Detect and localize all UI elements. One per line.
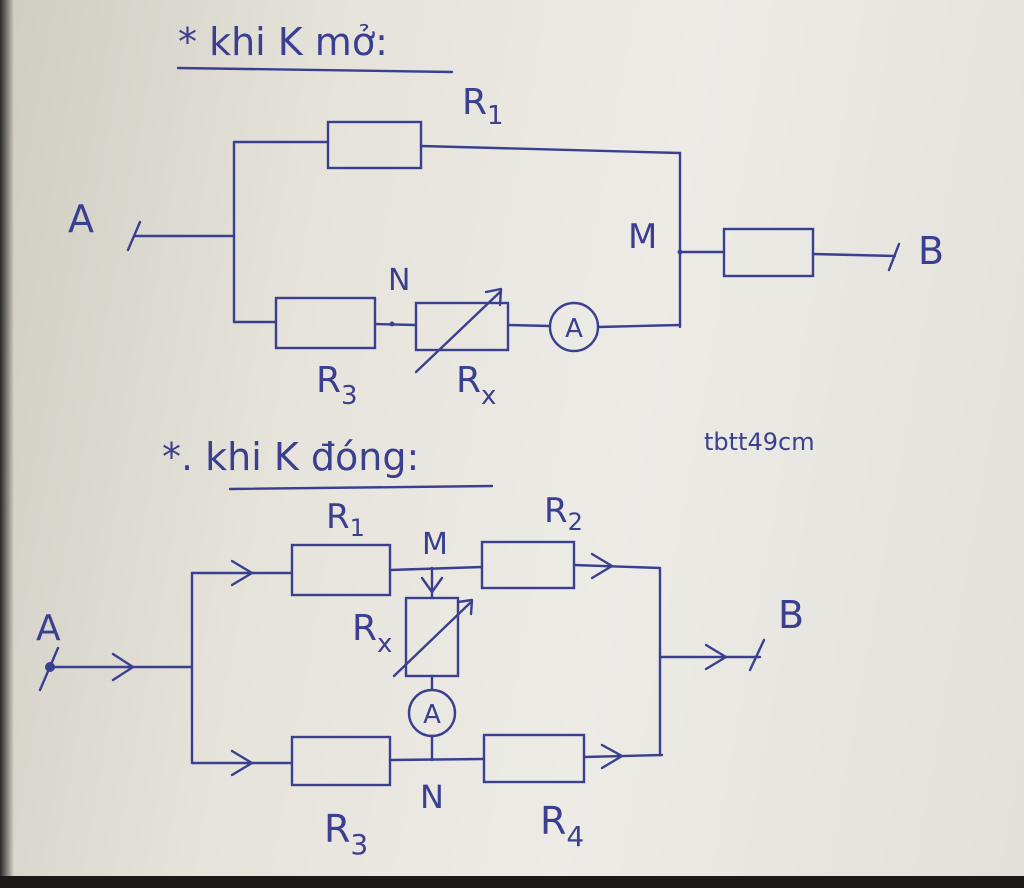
closed-heading-underline: [228, 484, 494, 491]
open-wire-r3-rx: [373, 322, 418, 327]
closed-arrow-r4-out: [600, 743, 624, 770]
open-resistor-r3: [274, 296, 377, 350]
closed-wire-r3-r4: [388, 757, 486, 762]
closed-wire-r1-r2: [388, 565, 484, 572]
open-label-r1: R1: [462, 82, 504, 131]
open-label-r3: R3: [316, 360, 358, 411]
closed-label-r1: R1: [326, 497, 365, 542]
open-label-a: A: [68, 197, 94, 241]
watermark-text: tbtt49cm: [704, 428, 815, 456]
open-label-n: N: [388, 263, 410, 298]
closed-label-m: M: [422, 527, 448, 562]
open-node-m-dot: [677, 249, 683, 255]
closed-ammeter: [407, 688, 457, 738]
open-label-b: B: [918, 229, 944, 273]
open-resistor-r2: [722, 227, 815, 278]
open-rheostat-arrow: [414, 290, 502, 374]
open-heading: * khi K mở:: [178, 20, 388, 64]
open-wire-ammeter-out: [596, 323, 682, 329]
closed-label-rx: Rx: [352, 608, 392, 659]
open-terminal-b: [887, 242, 901, 272]
closed-label-r3: R3: [324, 807, 368, 861]
closed-ammeter-label: A: [423, 700, 441, 730]
open-wire-rx-ammeter: [506, 323, 552, 328]
left-shadow: [0, 0, 14, 888]
open-ammeter-label: A: [565, 314, 583, 344]
closed-resistor-r3: [290, 735, 392, 787]
closed-label-r2: R2: [544, 491, 583, 536]
closed-arrow-r1-in: [230, 559, 254, 587]
open-label-m: M: [628, 217, 657, 257]
closed-wire-r2-out: [572, 563, 662, 570]
closed-arrow-r2-out: [590, 552, 614, 580]
closed-heading: *. khi K đóng:: [162, 435, 419, 479]
closed-resistor-r4: [482, 733, 586, 784]
closed-label-r4: R4: [540, 799, 584, 853]
closed-resistor-rx: [404, 596, 460, 678]
open-wire-r1-out: [419, 144, 682, 155]
closed-label-b: B: [778, 593, 804, 637]
closed-rheostat-arrowhead: [456, 598, 474, 616]
open-resistor-rx: [414, 301, 510, 352]
closed-terminal-a: [38, 646, 60, 692]
bottom-shadow: [0, 876, 1024, 888]
open-wire-b: [811, 252, 897, 258]
open-heading-underline: [176, 66, 454, 74]
closed-label-n: N: [420, 778, 444, 816]
closed-rheostat-arrow: [392, 601, 472, 678]
closed-resistor-r1: [290, 543, 392, 597]
closed-arrow-r3-in: [230, 749, 254, 777]
closed-arrow-m-rx: [420, 576, 444, 594]
open-ammeter: [548, 301, 600, 353]
open-node-n-dot: [389, 321, 395, 327]
closed-terminal-b: [748, 638, 766, 672]
closed-resistor-r2: [480, 540, 576, 590]
closed-arrow-a: [111, 652, 135, 682]
closed-arrow-b: [704, 643, 728, 671]
open-label-rx: Rx: [456, 360, 496, 411]
closed-label-a: A: [36, 608, 61, 649]
open-resistor-r1: [326, 120, 423, 170]
open-rheostat-arrowhead: [484, 287, 503, 307]
open-terminal-a: [126, 220, 142, 252]
